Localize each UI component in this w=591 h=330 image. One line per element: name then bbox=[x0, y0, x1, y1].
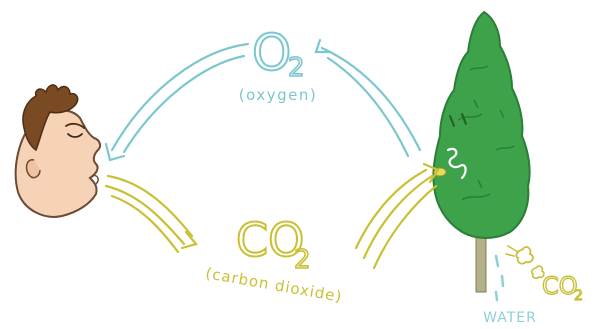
carbon-dioxide-label: CO 2 (carbon dioxide) bbox=[204, 212, 344, 306]
co2-puff-arrow bbox=[505, 245, 519, 257]
tree-foliage-texture bbox=[457, 65, 515, 201]
person-illustration bbox=[14, 84, 102, 218]
oxygen-arrow-to-person-head bbox=[104, 142, 126, 162]
oxygen-arrow-to-person-inner bbox=[122, 54, 246, 154]
co2-arrow-to-tree-2 bbox=[372, 184, 438, 270]
tree-foliage bbox=[432, 10, 531, 239]
co2-arrow-from-person-head bbox=[180, 230, 198, 250]
tree-co2-formula: CO bbox=[542, 272, 578, 300]
co2-caption: (carbon dioxide) bbox=[204, 264, 344, 306]
co2-arrow-to-tree-head bbox=[422, 162, 440, 184]
co2-arrow-to-tree bbox=[362, 174, 434, 260]
water-drop bbox=[500, 274, 505, 288]
person-eyebrow bbox=[65, 122, 85, 129]
tree-illustration bbox=[432, 10, 531, 293]
oxygen-arrow-to-person bbox=[110, 42, 250, 152]
person-ear bbox=[25, 159, 41, 179]
tree-eye-right bbox=[461, 113, 467, 125]
water-drop bbox=[494, 254, 500, 268]
co2-subscript: 2 bbox=[294, 245, 311, 275]
co2-puff bbox=[515, 246, 534, 265]
oxygen-arrow-from-tree-head bbox=[314, 38, 332, 54]
oxygen-formula: O bbox=[252, 24, 291, 82]
co2-flow-arrows bbox=[104, 162, 440, 270]
oxygen-subscript: 2 bbox=[288, 53, 305, 83]
tree-co2-subscript: 2 bbox=[574, 288, 583, 304]
oxygen-arrow-from-tree bbox=[320, 46, 422, 152]
oxygen-arrow-from-tree-inner bbox=[326, 56, 410, 158]
oxygen-caption: (oxygen) bbox=[239, 86, 317, 104]
co2-puffs bbox=[505, 245, 545, 280]
co2-arrow-from-person-3 bbox=[110, 194, 180, 254]
person-eye bbox=[67, 133, 83, 138]
co2-arrow-to-tree-3 bbox=[354, 168, 428, 250]
water-drop bbox=[494, 290, 499, 302]
water-drops bbox=[494, 254, 505, 302]
tree-breath-squiggle bbox=[446, 147, 467, 180]
co2-arrow-from-person-2 bbox=[104, 184, 186, 246]
tree-eye-left bbox=[449, 115, 455, 127]
oxygen-label: O 2 (oxygen) bbox=[239, 23, 317, 104]
water-label: WATER bbox=[483, 310, 537, 326]
tree-co2-input-label: CO 2 bbox=[541, 271, 583, 304]
co2-puff bbox=[530, 265, 545, 280]
person-mouth bbox=[91, 174, 99, 185]
co2-arrow-from-person bbox=[106, 174, 194, 238]
person-hair bbox=[22, 84, 79, 152]
oxygen-flow-arrows bbox=[104, 38, 422, 162]
co2-formula: CO bbox=[236, 213, 304, 267]
